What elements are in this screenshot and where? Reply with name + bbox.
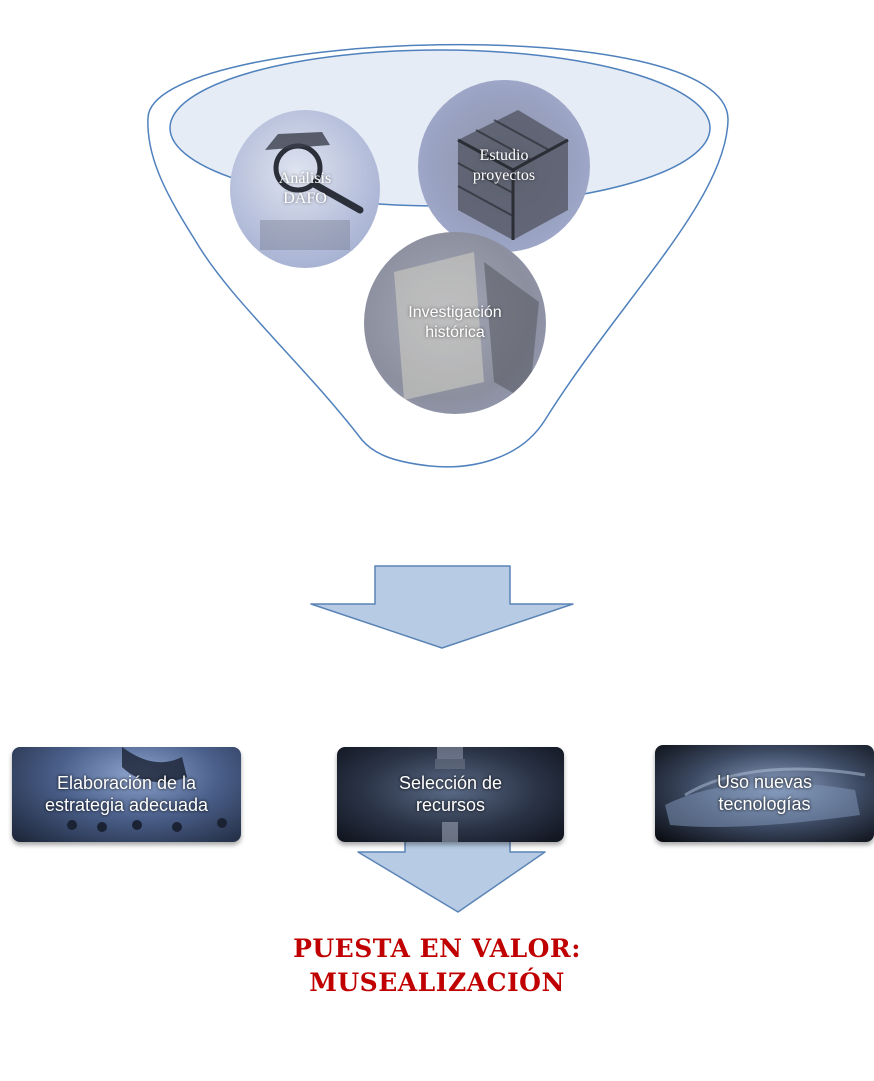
books-figure-icon	[435, 747, 465, 842]
conclusion-line-2: MUSEALIZACIÓN	[309, 968, 565, 997]
step-tecnologias: Uso nuevas tecnologías	[655, 745, 874, 842]
circle-estudio-proyectos: Estudio proyectos	[418, 80, 590, 252]
detective-magnifier-icon	[260, 132, 364, 250]
funnel-outline	[147, 43, 729, 468]
circle-label-proyectos: Estudio proyectos	[472, 147, 536, 184]
circle-analisis-dafo: Análisis DAFO	[230, 110, 380, 268]
down-arrow-1	[310, 565, 574, 649]
hands-icon	[665, 767, 866, 827]
step-recursos: Selección de recursos	[337, 747, 564, 842]
step-label-recursos: Selección de recursos	[398, 772, 503, 815]
circle-label-dafo: Análisis DAFO	[278, 170, 332, 207]
step-label-estrategia: Elaboración de la estrategia adecuada	[44, 772, 209, 815]
chess-hand-icon	[67, 747, 227, 832]
conclusion-line-1: PUESTA EN VALOR:	[293, 934, 581, 963]
circle-investigacion-historica: Investigación histórica	[364, 232, 546, 414]
conclusion-title: PUESTA EN VALOR: MUSEALIZACIÓN	[0, 932, 874, 1000]
document-bundle-icon	[394, 252, 539, 402]
circle-label-investigacion: Investigación histórica	[408, 304, 502, 341]
step-estrategia: Elaboración de la estrategia adecuada	[12, 747, 241, 842]
cube-icon	[457, 110, 569, 240]
step-label-tecnologias: Uso nuevas tecnologías	[716, 771, 813, 814]
